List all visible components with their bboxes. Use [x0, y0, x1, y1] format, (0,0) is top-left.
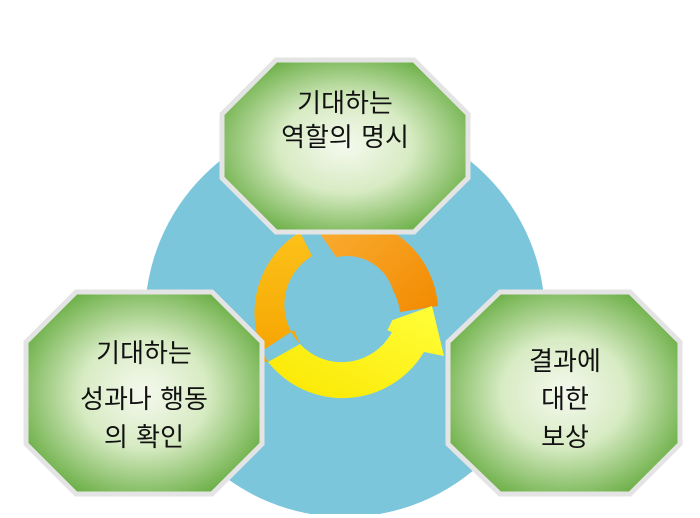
node-right-line-3: 보상	[541, 423, 589, 453]
node-right: 결과에 대한 보상	[445, 289, 683, 497]
arrow-gold-icon	[248, 232, 312, 362]
node-right-line-2: 대한	[541, 385, 589, 415]
octagon-top-shape	[219, 57, 471, 235]
octagon-left-shape	[23, 289, 265, 497]
node-right-line-1: 결과에	[529, 347, 601, 377]
arrow-yellow-icon	[268, 306, 444, 399]
node-top-line-1: 기대하는	[297, 89, 393, 119]
node-left-line-2: 성과나 행동	[80, 385, 208, 415]
node-top: 기대하는 역할의 명시	[219, 57, 471, 235]
node-left-line-1: 기대하는	[96, 339, 192, 369]
node-left: 기대하는 성과나 행동 의 확인	[23, 289, 265, 497]
octagon-right-shape	[445, 289, 683, 497]
node-top-line-2: 역할의 명시	[281, 123, 409, 153]
node-left-line-3: 의 확인	[104, 423, 184, 453]
